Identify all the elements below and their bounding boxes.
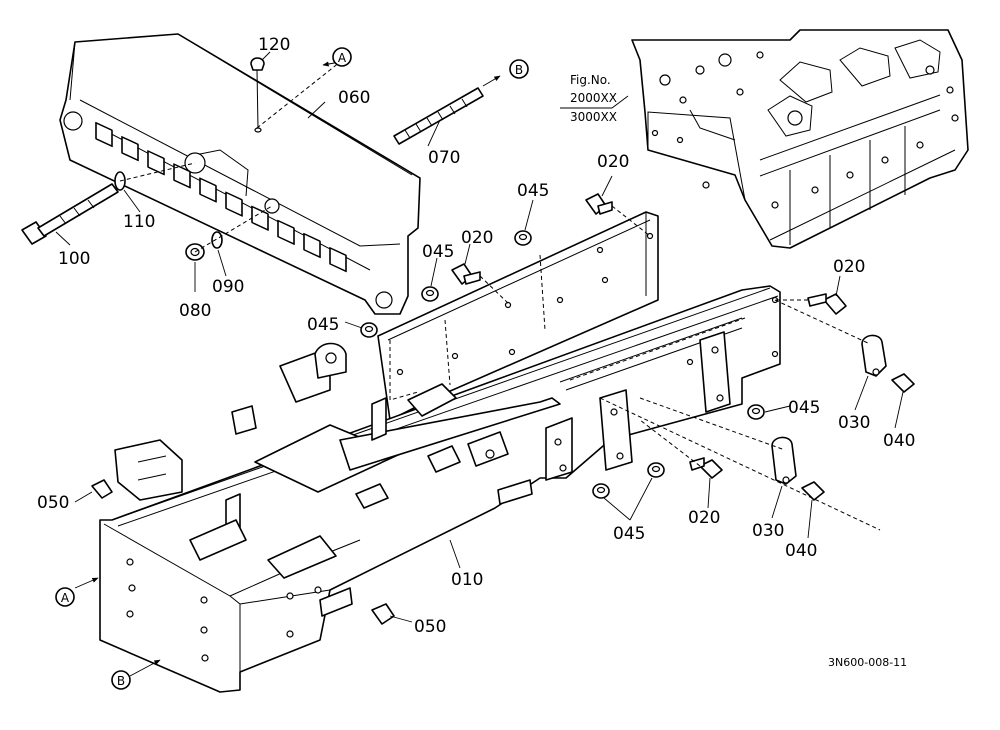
part-label-020-b: 020 [461,228,493,248]
part-label-040-b: 040 [785,541,817,561]
fasteners-right [91,193,915,625]
part-label-030-a: 030 [838,413,870,433]
fig-no-label: Fig.No. [570,73,611,87]
front-bracket-060 [59,33,421,315]
callout-A-frame: A [55,587,75,607]
part-label-045-a: 045 [517,181,549,201]
part-label-020-c: 020 [833,257,865,277]
part-label-020-d: 020 [688,508,720,528]
part-label-070: 070 [428,148,460,168]
callout-B-frame: B [111,670,131,690]
frame-callouts [74,577,161,677]
part-label-110: 110 [123,212,155,232]
callout-B-top: B [509,59,529,79]
part-label-020-a: 020 [597,152,629,172]
fig-reference: Fig.No. 2000XX 3000XX [570,73,617,124]
part-label-050-b: 050 [414,617,446,637]
part-label-030-b: 030 [752,521,784,541]
part-label-045-e: 045 [613,524,645,544]
part-label-080: 080 [179,301,211,321]
callout-A-frame-label: A [61,591,70,605]
part-label-100: 100 [58,249,90,269]
callout-B-top-label: B [515,63,523,77]
part-label-050-a: 050 [37,493,69,513]
callout-B-frame-label: B [117,674,125,688]
part-label-045-d: 045 [788,398,820,418]
part-labels: 120 060 070 110 100 080 090 020 045 020 … [37,35,915,637]
fig-no-2000: 2000XX [570,91,617,105]
fasteners-front [21,57,501,261]
fig-no-3000: 3000XX [570,110,617,124]
part-label-120: 120 [258,35,290,55]
main-frame-010 [99,285,881,693]
part-label-040-a: 040 [883,431,915,451]
callout-A-top: A [332,47,352,67]
drawing-code: 3N600-008-11 [828,656,907,669]
part-label-010: 010 [451,570,483,590]
engine-block [631,29,969,249]
part-label-060: 060 [338,88,370,108]
part-label-045-c: 045 [307,315,339,335]
part-label-090: 090 [212,277,244,297]
leader-lines [55,51,904,623]
part-label-045-b: 045 [422,242,454,262]
callout-A-top-label: A [338,51,347,65]
